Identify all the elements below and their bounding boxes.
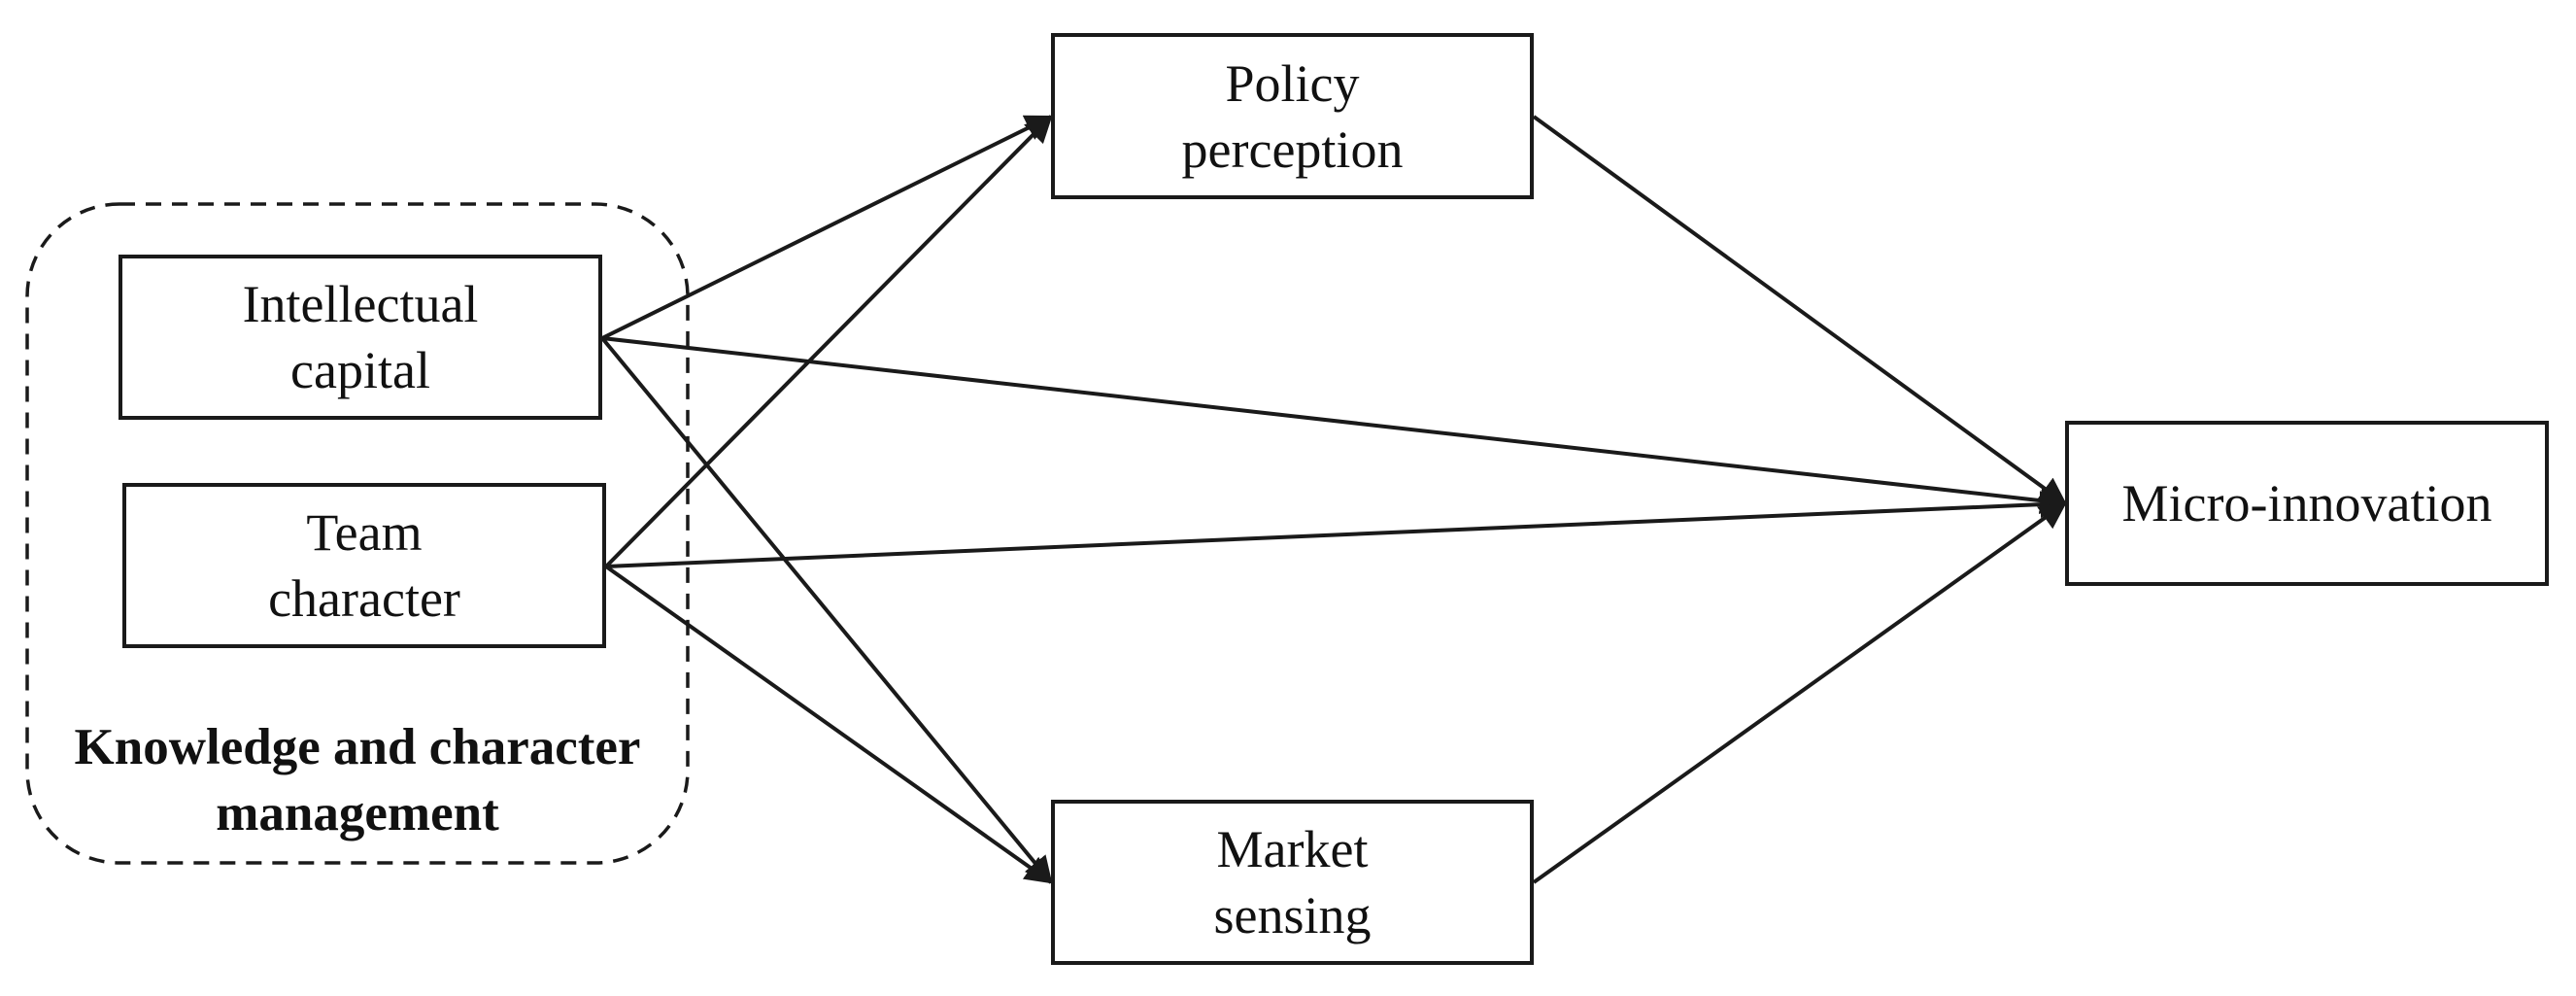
arrow-team-character-to-market-sensing	[604, 565, 1053, 884]
arrow-intellectual-capital-to-market-sensing	[600, 336, 1053, 884]
knowledge-character-group-label: Knowledge and character management	[74, 719, 641, 841]
market-sensing-label: Market sensing	[1213, 820, 1372, 944]
edges-layer	[600, 115, 2068, 884]
market-sensing-node: Market sensing	[1051, 800, 1534, 965]
arrow-team-character-to-policy-perception	[604, 115, 1053, 568]
arrow-policy-perception-to-micro-innovation	[1532, 115, 2067, 505]
intellectual-capital-label: Intellectual capital	[242, 275, 479, 399]
policy-perception-node: Policy perception	[1051, 33, 1534, 199]
micro-innovation-label: Micro-innovation	[2121, 474, 2492, 532]
arrow-intellectual-capital-to-policy-perception	[601, 115, 1054, 340]
arrow-intellectual-capital-to-micro-innovation	[601, 336, 2068, 515]
intellectual-capital-node: Intellectual capital	[119, 255, 602, 420]
arrow-team-character-to-micro-innovation	[605, 491, 2068, 568]
policy-perception-label: Policy perception	[1181, 53, 1404, 179]
team-character-node: Team character	[122, 483, 606, 648]
team-character-label: Team character	[268, 503, 460, 628]
knowledge-character-group-border	[25, 202, 690, 865]
arrow-market-sensing-to-micro-innovation	[1532, 501, 2067, 884]
micro-innovation-node: Micro-innovation	[2065, 421, 2549, 586]
